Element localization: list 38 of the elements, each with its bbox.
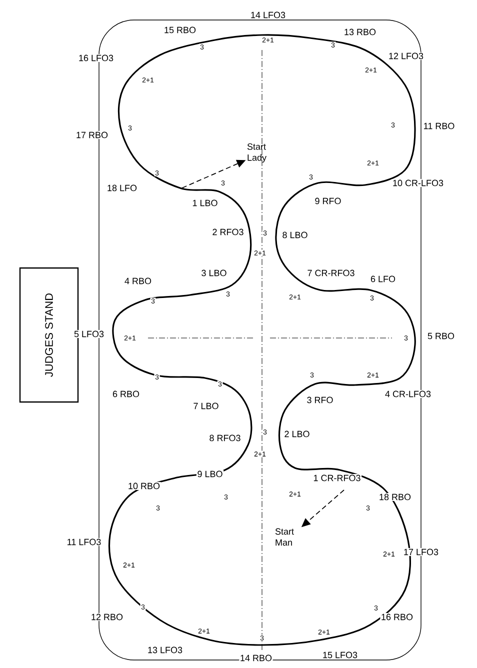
step-label: 1 CR-RFO3 <box>312 474 362 482</box>
start-label: Start Lady <box>247 143 266 163</box>
start-label: Start Man <box>275 528 294 546</box>
step-label: 12 RBO <box>90 613 124 621</box>
step-label: 5 RBO <box>426 332 456 340</box>
step-label: 6 LFO <box>370 275 396 283</box>
step-label: 11 LFO3 <box>66 538 102 546</box>
step-label: 11 RBO <box>422 122 456 130</box>
step-label: 9 LBO <box>196 470 224 478</box>
step-label: 14 RBO <box>239 654 273 662</box>
step-label: 7 CR-RFO3 <box>306 269 356 277</box>
step-label: 10 CR-LFO3 <box>392 179 444 187</box>
step-label: 15 RBO <box>163 26 197 34</box>
step-label: 17 LFO3 <box>402 548 440 556</box>
step-label: 13 RBO <box>343 28 377 36</box>
step-label: 14 LFO3 <box>250 11 286 19</box>
step-label: 4 CR-LFO3 <box>384 390 432 398</box>
step-label: 7 LBO <box>192 402 220 410</box>
step-label: 1 LBO <box>191 199 219 207</box>
step-label: 2 LBO <box>283 430 311 438</box>
step-label: 18 RBO <box>378 493 412 501</box>
step-label: 2 RFO3 <box>211 228 245 236</box>
step-label: 17 RBO <box>75 131 109 139</box>
step-label: 6 RBO <box>112 390 140 398</box>
step-label: 15 LFO3 <box>322 651 358 659</box>
step-label: 8 LBO <box>281 231 309 239</box>
step-label: 3 RFO <box>306 396 334 404</box>
step-label: 12 LFO3 <box>388 52 424 60</box>
step-label: 18 LFO <box>106 184 138 192</box>
step-label: 10 RBO <box>127 482 161 490</box>
step-label: 4 RBO <box>124 277 152 285</box>
step-label: 16 LFO3 <box>78 54 114 62</box>
step-label: 13 LFO3 <box>146 646 184 654</box>
step-label: 3 LBO <box>200 269 228 277</box>
step-label: 9 RFO <box>314 197 342 205</box>
step-label: 8 RFO3 <box>208 434 242 442</box>
step-label: 5 LFO3 <box>73 330 105 338</box>
step-label: 16 RBO <box>380 613 414 621</box>
